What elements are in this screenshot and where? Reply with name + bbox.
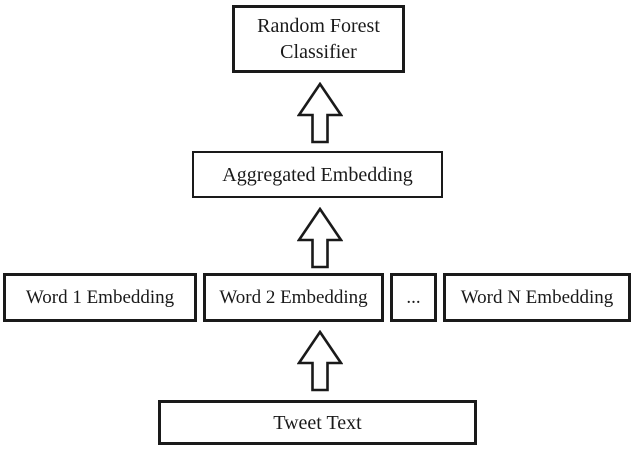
node-label: Aggregated Embedding [222, 163, 413, 186]
up-arrow-icon [297, 330, 343, 392]
cell-label: ... [406, 286, 421, 308]
node-word-2-embedding: Word 2 Embedding [203, 273, 384, 322]
node-random-forest-classifier: Random Forest Classifier [232, 5, 405, 73]
up-arrow-icon [297, 82, 343, 144]
node-ellipsis: ... [390, 273, 437, 322]
node-tweet-text: Tweet Text [158, 400, 477, 445]
cell-label: Word 1 Embedding [25, 286, 175, 308]
node-word-n-embedding: Word N Embedding [443, 273, 631, 322]
up-arrow-icon [297, 207, 343, 269]
node-label-line2: Classifier [280, 41, 357, 63]
node-aggregated-embedding: Aggregated Embedding [192, 151, 443, 198]
node-label-line1: Random Forest [257, 15, 380, 37]
word-embedding-row: Word 1 Embedding Word 2 Embedding ... Wo… [3, 273, 631, 322]
node-word-1-embedding: Word 1 Embedding [3, 273, 197, 322]
node-label: Tweet Text [273, 411, 362, 434]
node-label: Random Forest Classifier [257, 13, 380, 65]
cell-label: Word N Embedding [460, 286, 614, 308]
cell-label: Word 2 Embedding [219, 286, 368, 308]
